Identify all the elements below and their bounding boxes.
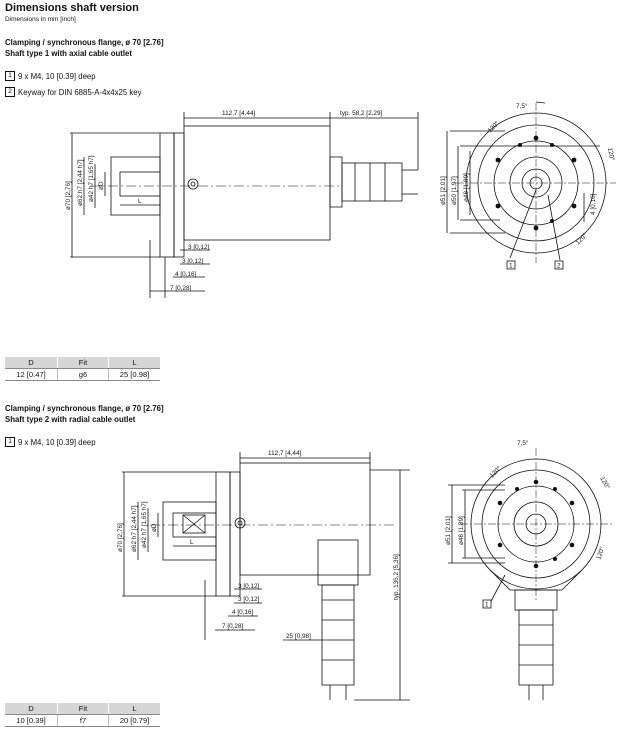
marker-1: 1 bbox=[485, 602, 489, 609]
section2-spec-table: D Fit L 10 [0.39] f7 20 [0.79] bbox=[5, 703, 160, 727]
dim-3a: 3 [0,12] bbox=[238, 583, 260, 590]
table-cell: 25 [0.98] bbox=[108, 368, 160, 381]
dim-angle75: 7,5° bbox=[517, 439, 529, 447]
dim-d48: ø48 [1,89] bbox=[463, 173, 470, 202]
col-header: Fit bbox=[57, 357, 109, 369]
shaft bbox=[119, 171, 161, 197]
section1-heading1: Clamping / synchronous flange, ø 70 [2.7… bbox=[5, 38, 164, 47]
note-text: 9 x M4, 10 [0.39] deep bbox=[18, 437, 96, 447]
dim-d70: ø70 [2,76] bbox=[65, 181, 72, 210]
dim-length: 112,7 [4,44] bbox=[222, 110, 256, 117]
dim-120c: 120° bbox=[594, 545, 606, 561]
dim-d62: ø62 h7 [2,44 h7] bbox=[77, 159, 84, 206]
dim-120b: 120° bbox=[606, 147, 616, 162]
col-header: L bbox=[108, 703, 160, 715]
marker-2: 2 bbox=[557, 263, 561, 270]
table-row: 10 [0.39] f7 20 [0.79] bbox=[5, 714, 160, 727]
note-marker: 2 bbox=[5, 87, 15, 97]
dim-7: 7 [0,28] bbox=[222, 623, 244, 630]
section1-dim-labels: 112,7 [4,44] typ. 58,2 [2,29] ø70 [2,76]… bbox=[65, 110, 383, 292]
table-cell: 10 [0.39] bbox=[5, 714, 58, 727]
page-title: Dimensions shaft version bbox=[5, 2, 139, 14]
dim-d51: ø51 [2,01] bbox=[445, 516, 452, 545]
dim-angle75: 7,5° bbox=[516, 102, 528, 110]
note-text: Keyway for DIN 6885-A-4x4x25 key bbox=[18, 87, 142, 97]
section2-note-1: 1 9 x M4, 10 [0.39] deep bbox=[5, 437, 96, 447]
dim-dD: øD bbox=[151, 523, 158, 532]
marker-1: 1 bbox=[509, 263, 513, 270]
section2-heading2: Shaft type 2 with radial cable outlet bbox=[5, 415, 136, 424]
dim-L: L bbox=[138, 198, 142, 205]
table-cell: 20 [0.79] bbox=[108, 714, 160, 727]
dim-3b: 3 [0,12] bbox=[238, 596, 260, 603]
page-subtitle: Dimensions in mm [inch] bbox=[5, 16, 76, 23]
dim-d42: ø42 h7 [1,65 h7] bbox=[88, 155, 95, 202]
dim-L: L bbox=[190, 539, 194, 546]
dim-d70: ø70 [2,76] bbox=[117, 523, 124, 552]
table-cell: g6 bbox=[57, 368, 109, 381]
dim-7: 7 [0,28] bbox=[170, 285, 192, 292]
dim-4: 4 [0,16] bbox=[232, 609, 254, 616]
section1-note-1: 1 9 x M4, 10 [0.39] deep bbox=[5, 71, 96, 81]
section2-heading1: Clamping / synchronous flange, ø 70 [2.7… bbox=[5, 404, 164, 413]
note-marker: 1 bbox=[5, 437, 15, 447]
section1-heading2: Shaft type 1 with axial cable outlet bbox=[5, 49, 132, 58]
table-cell: 12 [0.47] bbox=[5, 368, 58, 381]
section1-markers: 1 2 bbox=[506, 260, 564, 270]
section2-markers: 1 bbox=[482, 599, 492, 609]
col-header: L bbox=[108, 357, 160, 369]
dim-3b: 3 [0,12] bbox=[182, 258, 204, 265]
note-text: 9 x M4, 10 [0.39] deep bbox=[18, 71, 96, 81]
dim-d50: ø50 [1,97] bbox=[451, 176, 458, 205]
section2-dim-labels: 112,7 [4,44] ø70 [2,76] ø62 h7 [2,44 h7]… bbox=[117, 450, 400, 640]
dim-typ136: typ. 136,2 [5,36] bbox=[393, 554, 400, 600]
dim-120a: 120° bbox=[488, 464, 503, 479]
dim-d42: ø42 h7 [1,65 h7] bbox=[141, 501, 148, 548]
table-row: 12 [0.47] g6 25 [0.98] bbox=[5, 368, 160, 381]
dim-d62: ø62 h7 [2,44 h7] bbox=[131, 505, 138, 552]
dim-3a: 3 [0,12] bbox=[188, 244, 210, 251]
dim-4: 4 [0,16] bbox=[175, 271, 197, 278]
dim-typ: typ. 58,2 [2,29] bbox=[340, 110, 383, 117]
col-header: D bbox=[5, 703, 58, 715]
col-header: Fit bbox=[57, 703, 109, 715]
dim-length: 112,7 [4,44] bbox=[268, 450, 302, 457]
dim-dD: øD bbox=[98, 181, 105, 190]
dim-d48: ø48 [1,89] bbox=[458, 516, 465, 545]
table-cell: f7 bbox=[57, 714, 109, 727]
dim-4k: 4 [0,16] bbox=[590, 193, 597, 215]
note-marker: 1 bbox=[5, 71, 15, 81]
dim-25: 25 [0,98] bbox=[286, 633, 311, 640]
section1-note-2: 2 Keyway for DIN 6885-A-4x4x25 key bbox=[5, 87, 142, 97]
dim-d51: ø51 [2,01] bbox=[440, 176, 447, 205]
dim-120b: 120° bbox=[598, 475, 612, 491]
col-header: D bbox=[5, 357, 58, 369]
section1-spec-table: D Fit L 12 [0.47] g6 25 [0.98] bbox=[5, 357, 160, 381]
